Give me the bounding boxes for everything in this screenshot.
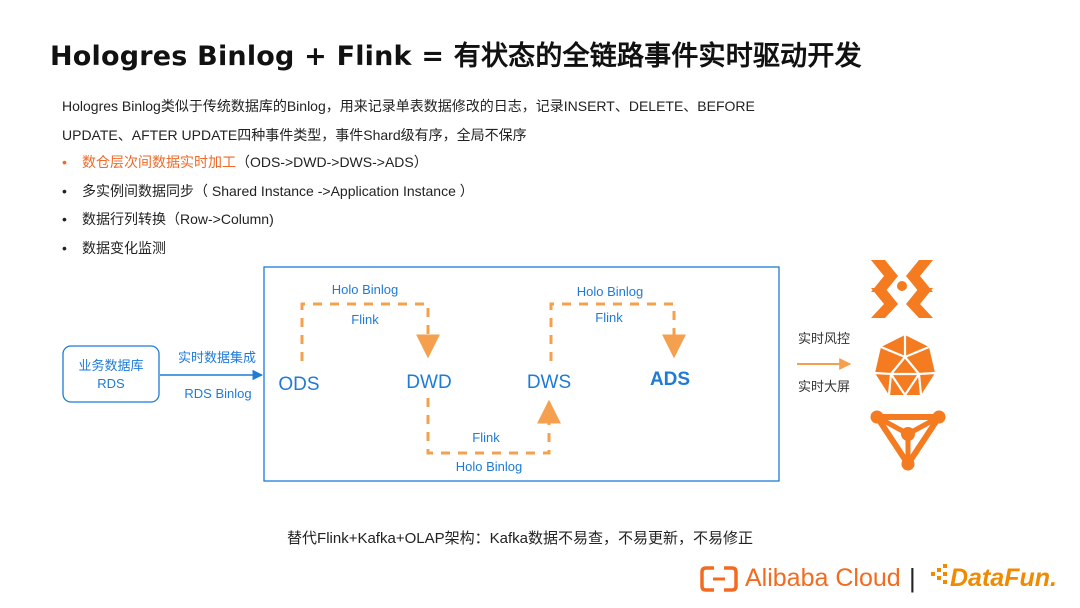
bullet-tail: （Row->Column) <box>166 211 274 227</box>
polyhedron-icon <box>874 335 936 397</box>
link-ods-dwd-bottom: Flink <box>351 312 379 327</box>
link-ods-dwd-top: Holo Binlog <box>332 282 399 297</box>
stage-dwd: DWD <box>406 372 451 393</box>
warehouse-frame <box>263 266 780 482</box>
link-dws-ads <box>549 302 686 361</box>
alibaba-cloud-logo: Alibaba Cloud <box>705 560 901 596</box>
bullet-tail: （ Shared Instance ->Application Instance… <box>194 182 474 199</box>
bullet-lead: 多实例间数据同步 <box>82 182 194 199</box>
stage-dws: DWS <box>527 372 571 393</box>
ingest-top-label: 实时数据集成 <box>178 350 256 365</box>
stage-ads: ADS <box>650 369 690 390</box>
datafun-logo: DataFun. <box>930 560 1057 596</box>
stage-ods: ODS <box>278 374 319 395</box>
bullet-item: • 数据行列转换（Row->Column) <box>62 205 474 234</box>
source-line1: 业务数据库 <box>78 358 143 373</box>
bullet-lead: 数据行列转换 <box>82 211 166 227</box>
datafun-logo-icon <box>931 564 947 584</box>
alibaba-cloud-logo-icon <box>700 566 738 592</box>
datafun-text: DataFun. <box>950 564 1057 592</box>
link-dwd-dws-top: Flink <box>472 430 500 445</box>
triangle-network-icon <box>870 410 946 471</box>
output-risk-label: 实时风控 <box>798 331 850 346</box>
x-shape-icon <box>871 260 933 318</box>
bullet-item: • 多实例间数据同步（ Shared Instance ->Application… <box>62 177 474 206</box>
bullet-dot: • <box>62 239 67 256</box>
link-dws-ads-top: Holo Binlog <box>577 284 644 299</box>
output-screen-label: 实时大屏 <box>798 379 850 394</box>
bullet-lead: 数仓层次间数据实时加工 <box>82 154 236 170</box>
bullet-tail: （ODS->DWD->DWS->ADS） <box>236 154 428 170</box>
logo-separator: | <box>909 563 916 593</box>
bullet-item: • 数仓层次间数据实时加工（ODS->DWD->DWS->ADS） <box>62 148 474 177</box>
slide-title: Hologres Binlog + Flink = 有状态的全链路事件实时驱动开… <box>50 41 862 72</box>
source-line2: RDS <box>97 376 125 391</box>
link-dws-ads-bottom: Flink <box>595 310 623 325</box>
bullet-list: • 数仓层次间数据实时加工（ODS->DWD->DWS->ADS） • 多实例间数据… <box>62 148 474 262</box>
bullet-dot: • <box>62 182 67 199</box>
bullet-dot: • <box>62 211 67 227</box>
link-dwd-dws-bottom: Holo Binlog <box>456 459 523 474</box>
bullet-item: • 数据变化监测 <box>62 234 474 263</box>
alibaba-cloud-text: Alibaba Cloud <box>745 564 901 592</box>
bullet-lead: 数据变化监测 <box>82 239 166 256</box>
source-box <box>62 345 160 403</box>
ingest-bottom-label: RDS Binlog <box>184 386 251 401</box>
bullet-dot: • <box>62 154 67 170</box>
bottom-note: 替代Flink+Kafka+OLAP架构：Kafka数据不易查，不易更新，不易修… <box>287 530 753 547</box>
intro-paragraph: Hologres Binlog类似于传统数据库的Binlog，用来记录单表数据修… <box>62 98 755 143</box>
link-ods-dwd <box>300 302 440 361</box>
